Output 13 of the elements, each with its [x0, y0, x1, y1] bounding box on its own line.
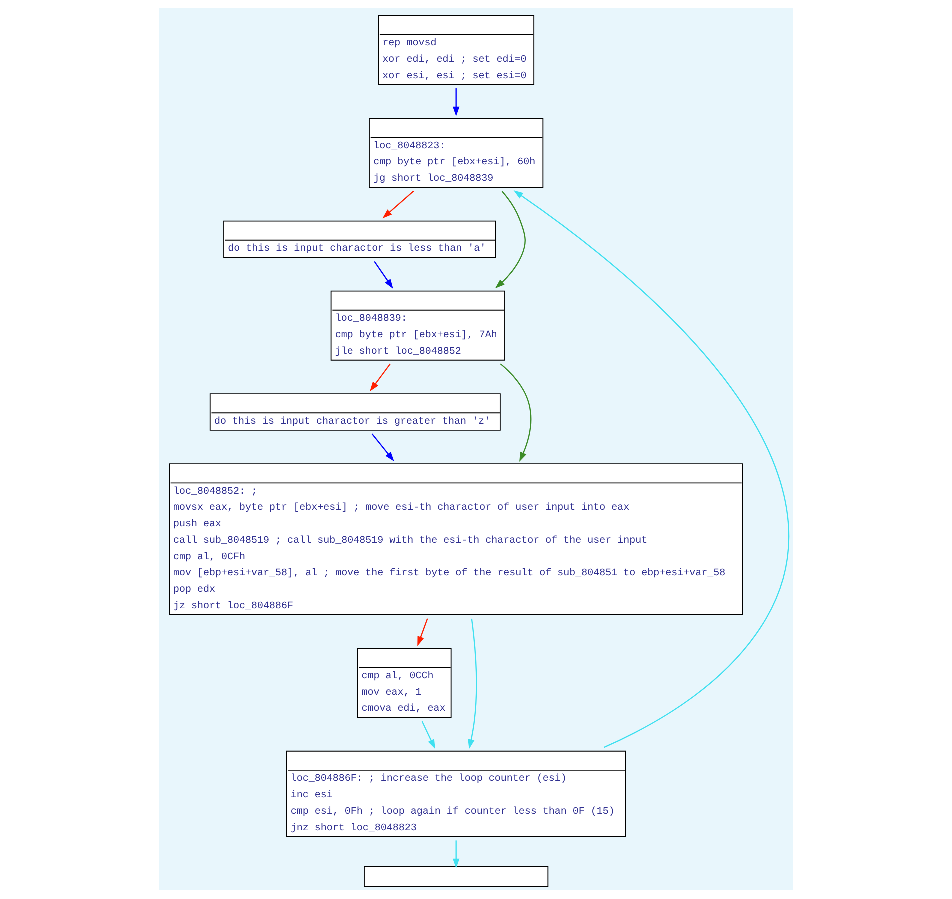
arrow — [422, 721, 436, 750]
arrow — [382, 190, 414, 219]
arrow — [374, 261, 394, 289]
arrow — [500, 364, 532, 462]
arrow — [370, 364, 391, 392]
node-box — [364, 866, 549, 888]
arrow — [452, 840, 460, 868]
arrow — [452, 88, 460, 116]
arrow — [418, 618, 428, 646]
arrow — [514, 190, 790, 748]
arrow — [468, 618, 478, 750]
arrow — [495, 191, 526, 289]
arrow — [372, 434, 394, 462]
